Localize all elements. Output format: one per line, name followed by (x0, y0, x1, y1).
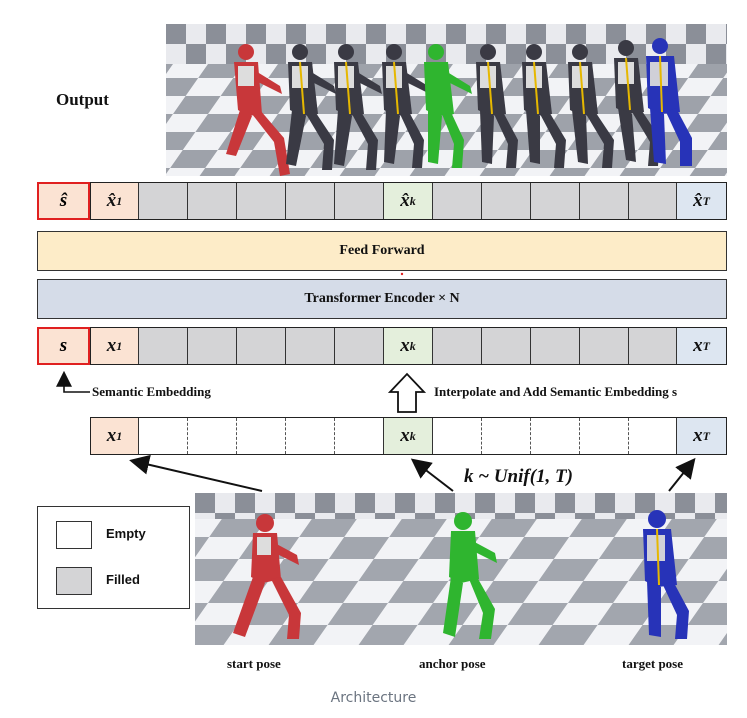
output-label: Output (56, 90, 109, 109)
output-token-filled (286, 183, 335, 219)
feed-forward-label: Feed Forward (339, 243, 425, 258)
input-token-filled (286, 328, 335, 364)
legend-filled-label: Filled (106, 572, 140, 587)
interpolate-note: Interpolate and Add Semantic Embedding s (434, 384, 678, 399)
output-token-row: x̂1 x̂k x̂T (90, 182, 727, 220)
input-token-filled (433, 328, 482, 364)
input-token-filled (237, 328, 286, 364)
legend-empty-label: Empty (106, 526, 146, 541)
semantic-embedding-note: Semantic Embedding (92, 384, 211, 399)
input-token-filled (531, 328, 580, 364)
output-token-filled (335, 183, 384, 219)
target-pose-label: target pose (622, 656, 684, 671)
output-token-filled (188, 183, 237, 219)
input-token-filled (629, 328, 677, 364)
anchor-pose-label: anchor pose (419, 656, 486, 671)
sparse-token-empty (335, 418, 384, 454)
input-token-filled (580, 328, 629, 364)
output-token-filled (629, 183, 677, 219)
output-motion-scene (166, 24, 727, 176)
sparse-token-empty (237, 418, 286, 454)
input-token-filled (188, 328, 237, 364)
input-token-filled (482, 328, 531, 364)
semantic-input-symbol: s (59, 335, 68, 356)
semantic-output-token: ŝ (37, 182, 90, 220)
output-token-filled (433, 183, 482, 219)
start-pose-figure (233, 514, 301, 639)
input-token-filled (335, 328, 384, 364)
target-pose-figure (643, 510, 689, 639)
anchor-pose-arrow (410, 458, 454, 492)
output-token-filled (531, 183, 580, 219)
semantic-input-token: s (37, 327, 90, 365)
legend-empty-swatch (56, 521, 92, 549)
interpolate-hollow-arrow (387, 372, 427, 413)
output-token-filled (482, 183, 531, 219)
separator-dot (400, 272, 404, 276)
input-token-filled (139, 328, 188, 364)
input-pose-scene (195, 493, 727, 645)
output-token-filled (580, 183, 629, 219)
sparse-token-empty (482, 418, 531, 454)
transformer-encoder-block: Transformer Encoder × N (37, 279, 727, 319)
output-token-start: x̂1 (91, 183, 139, 219)
target-pose-arrow (668, 457, 696, 492)
semantic-embedding-arrow (56, 370, 90, 393)
legend: Empty Filled (37, 506, 190, 609)
output-token-anchor: x̂k (384, 183, 433, 219)
sparse-token-empty (580, 418, 629, 454)
output-token-filled (139, 183, 188, 219)
sparse-token-empty (531, 418, 580, 454)
feed-forward-block: Feed Forward (37, 231, 727, 271)
output-token-target: x̂T (677, 183, 726, 219)
sampling-formula: k ~ Unif(1, T) (464, 466, 573, 487)
transformer-encoder-label: Transformer Encoder × N (304, 291, 460, 306)
sparse-token-empty (433, 418, 482, 454)
sparse-token-empty (629, 418, 677, 454)
start-pose-label: start pose (227, 656, 281, 671)
semantic-output-symbol: ŝ (59, 190, 68, 211)
sparse-token-empty (286, 418, 335, 454)
sparse-token-empty (188, 418, 237, 454)
legend-filled-swatch (56, 567, 92, 595)
start-pose-arrow (129, 454, 263, 492)
anchor-pose-figure (443, 512, 497, 639)
sparse-token-empty (139, 418, 188, 454)
figure-caption: Architecture (330, 690, 417, 706)
output-token-filled (237, 183, 286, 219)
